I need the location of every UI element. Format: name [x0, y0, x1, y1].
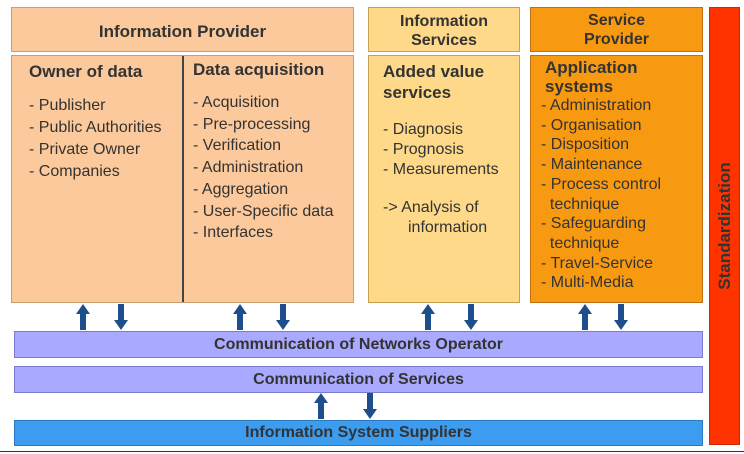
list-item: - Disposition	[541, 136, 630, 154]
list-item: - Companies	[29, 163, 120, 180]
service-provider-list: - Administration - Organisation - Dispos…	[541, 96, 661, 293]
information-provider-header: Information Provider	[11, 7, 354, 52]
information-services-body: Added value services - Diagnosis - Progn…	[368, 55, 520, 303]
up-arrow-icon	[314, 393, 328, 419]
down-arrow-icon	[114, 304, 128, 330]
list-item: - User-Specific data	[193, 202, 334, 220]
down-arrow-icon	[363, 393, 377, 419]
application-line1: Application	[545, 58, 638, 77]
up-arrow-icon	[233, 304, 247, 330]
up-arrow-icon	[578, 304, 592, 330]
provider-divider	[182, 56, 184, 302]
service-provider-header: Service Provider	[530, 7, 703, 52]
application-line2: systems	[545, 77, 614, 96]
list-item: - Publisher	[29, 97, 106, 114]
added-value-line1: Added value	[383, 62, 485, 81]
list-item: - Private Owner	[29, 141, 141, 158]
information-system-suppliers-bar: Information System Suppliers	[14, 420, 703, 446]
added-value-line2: services	[383, 83, 452, 102]
list-item: - Safeguarding	[541, 215, 646, 233]
information-services-list: - Diagnosis - Prognosis - Measurements	[383, 120, 499, 180]
list-item: - Aggregation	[193, 180, 289, 198]
list-item: technique	[541, 195, 620, 213]
owner-of-data-list: - Publisher - Public Authorities - Priva…	[29, 95, 162, 183]
list-item: - Acquisition	[193, 94, 280, 111]
list-item: - Maintenance	[541, 156, 643, 174]
information-services-title-line1: Information	[400, 13, 488, 30]
information-services-title-line2: Services	[411, 32, 477, 49]
information-services-title: Information Services	[369, 12, 519, 50]
list-item: - Process control	[541, 175, 662, 193]
down-arrow-icon	[464, 304, 478, 330]
service-provider-title: Service Provider	[531, 11, 702, 49]
application-systems-title: Application systems	[545, 58, 638, 96]
data-acquisition-title: Data acquisition	[193, 60, 325, 79]
network-operator-bar: Communication of Networks Operator	[14, 331, 703, 358]
service-provider-title-line2: Provider	[584, 31, 649, 48]
up-arrow-icon	[421, 304, 435, 330]
list-item: - Public Authorities	[29, 119, 162, 136]
information-provider-body: Owner of data - Publisher - Public Autho…	[11, 55, 354, 303]
analysis-line2: information	[408, 219, 488, 236]
down-arrow-icon	[276, 304, 290, 330]
owner-of-data-title: Owner of data	[29, 62, 143, 81]
list-item: - Measurements	[383, 161, 499, 178]
list-item: - Travel-Service	[541, 254, 654, 272]
list-item: - Diagnosis	[383, 121, 464, 138]
list-item: - Organisation	[541, 116, 642, 134]
information-provider-title: Information Provider	[98, 22, 267, 41]
down-arrow-icon	[614, 304, 628, 330]
service-provider-title-line1: Service	[588, 12, 645, 29]
data-acquisition-list: - Acquisition - Pre-processing - Verific…	[193, 92, 334, 244]
list-item: - Administration	[193, 159, 304, 177]
list-item: - Multi-Media	[541, 274, 634, 292]
list-item: - Pre-processing	[193, 115, 311, 133]
analysis-text: -> Analysis of information	[383, 198, 487, 238]
service-provider-body: Application systems - Administration - O…	[530, 55, 703, 303]
information-services-header: Information Services	[368, 7, 520, 52]
list-item: - Verification	[193, 137, 282, 155]
bottom-rule	[0, 451, 744, 452]
list-item: technique	[541, 234, 620, 252]
communication-services-bar: Communication of Services	[14, 366, 703, 393]
added-value-services-title: Added value services	[383, 61, 484, 103]
list-item: - Administration	[541, 97, 652, 114]
up-arrow-icon	[76, 304, 90, 330]
list-item: - Prognosis	[383, 141, 464, 158]
analysis-line1: -> Analysis of	[383, 199, 479, 216]
standardization-bar: Standardization	[709, 7, 740, 445]
list-item: - Interfaces	[193, 224, 274, 242]
